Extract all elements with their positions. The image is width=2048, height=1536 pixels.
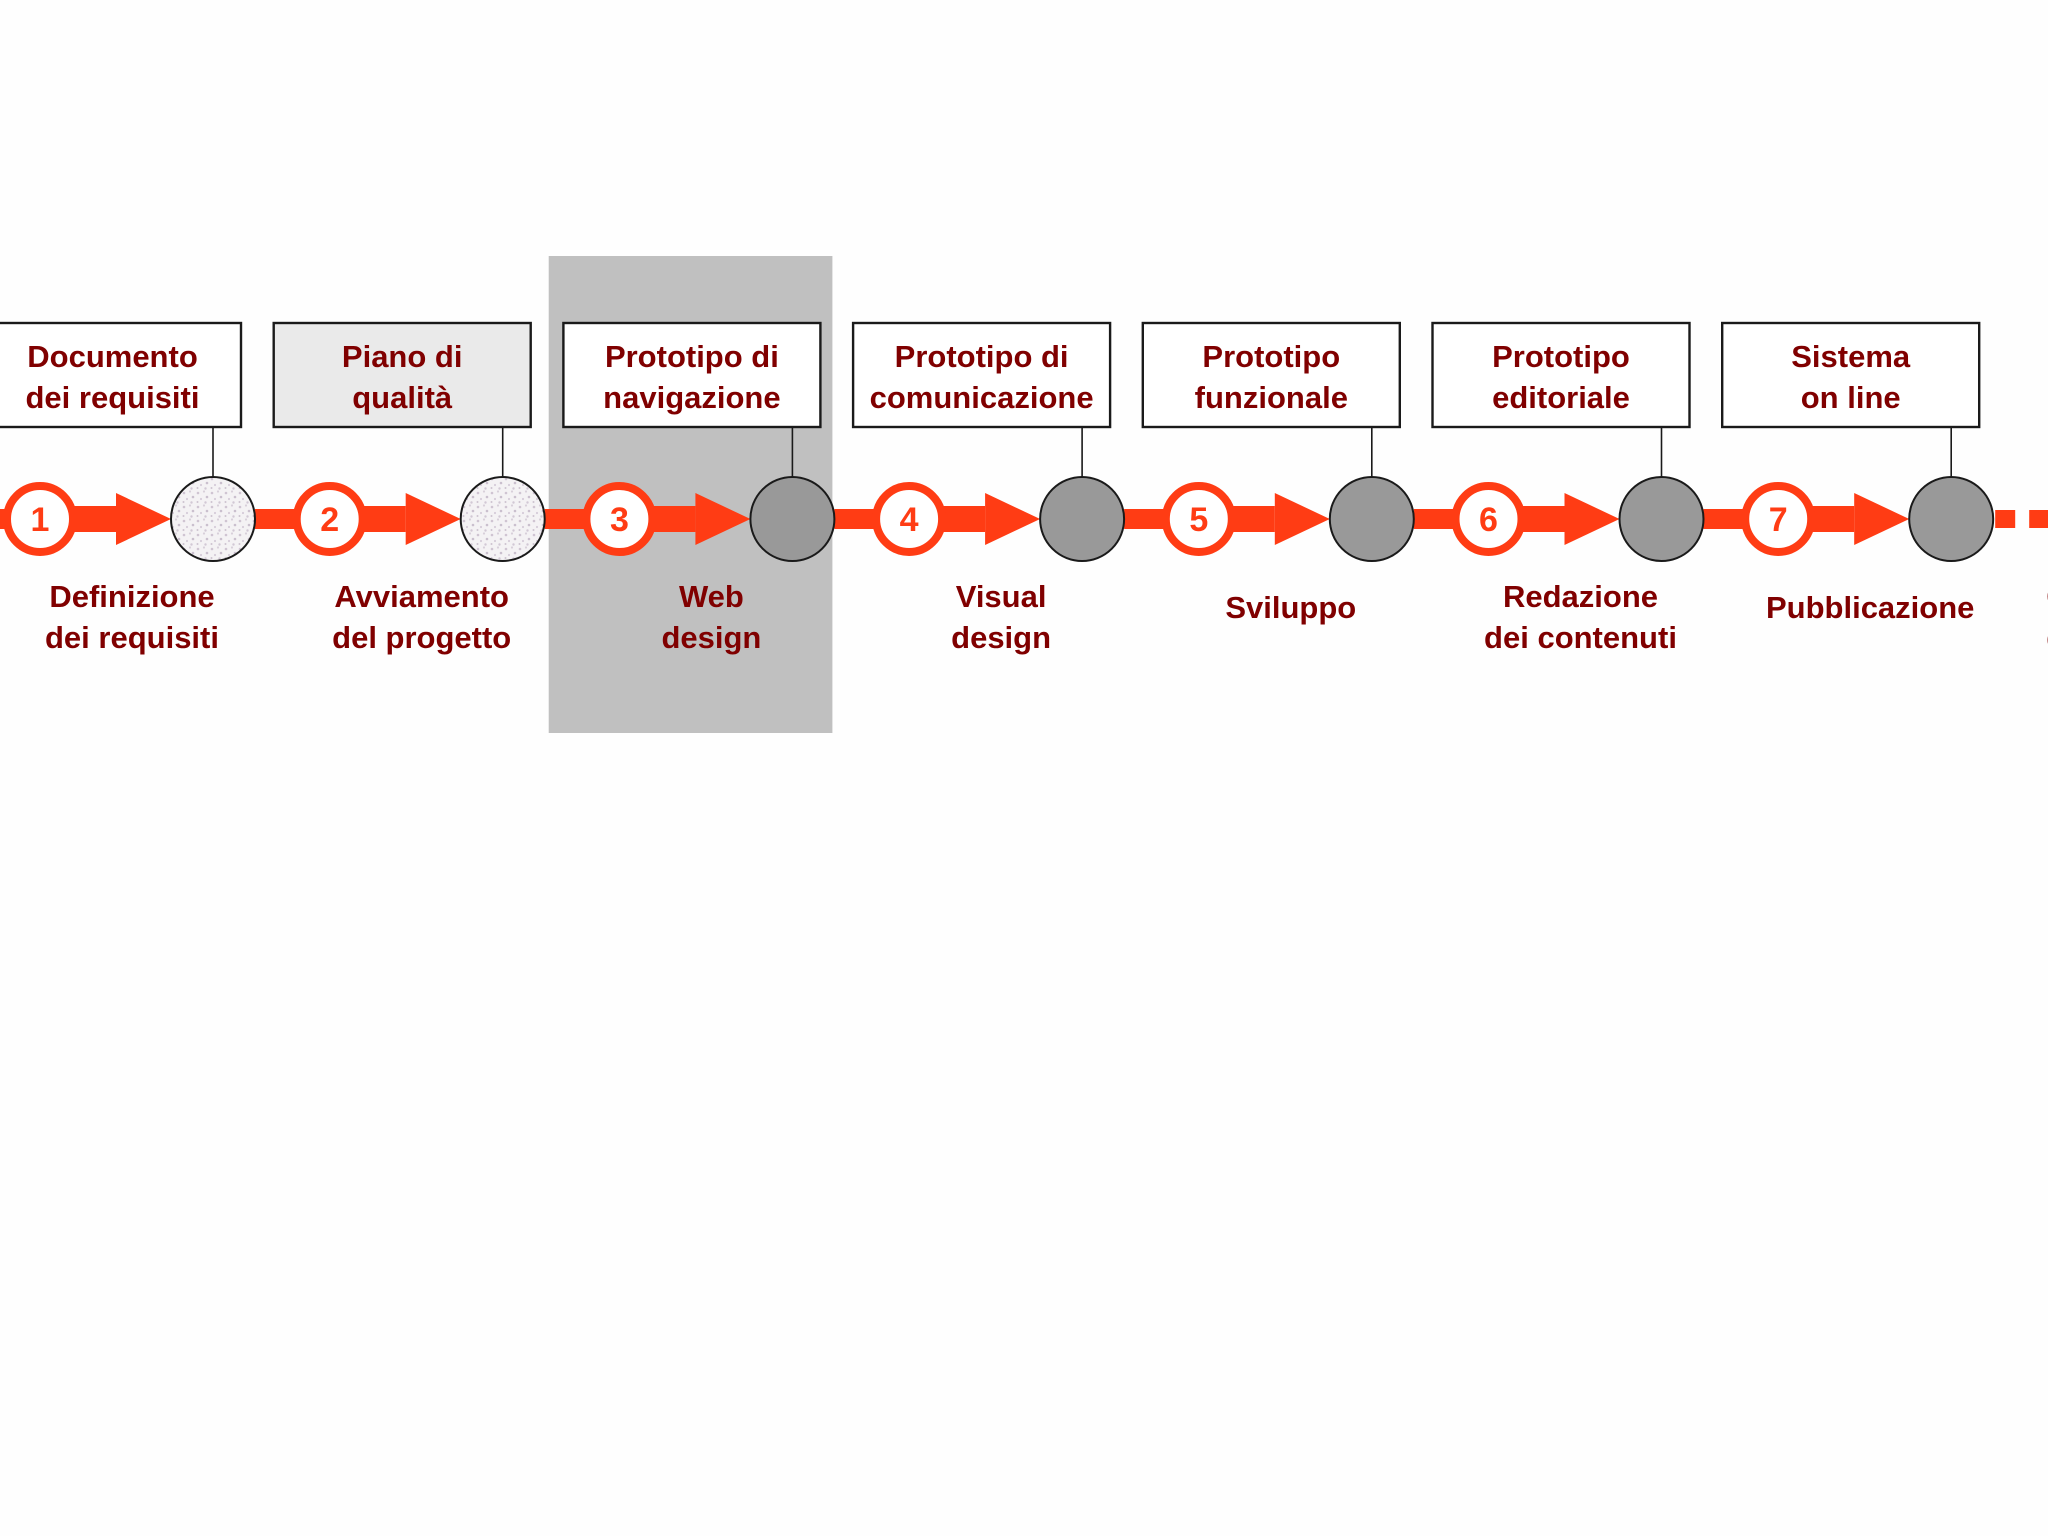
phase-label-line: Ge	[2046, 579, 2048, 614]
phase-label-line: Redazione	[1503, 579, 1658, 614]
milestone-dark-7	[1908, 476, 1995, 562]
phase-label-line: Web	[679, 579, 744, 614]
track-dash	[2029, 510, 2048, 528]
step-number-4: 4	[900, 501, 919, 539]
step-number-circle-5	[1161, 482, 1236, 556]
deliverable-label-line: Prototipo di	[605, 339, 779, 374]
arrow-head-5	[1274, 493, 1330, 545]
deliverable-label-line: comunicazione	[870, 380, 1094, 415]
deliverable-box-5	[1141, 321, 1402, 429]
milestone-dark-5	[1328, 476, 1415, 562]
step-number-circle-3	[582, 482, 657, 556]
phase-label-line: Sviluppo	[1225, 590, 1356, 625]
arrow-head-4	[985, 493, 1041, 545]
step-number-circle-2	[292, 482, 367, 556]
phase-label-line: design	[661, 620, 761, 655]
deliverable-label-line: Sistema	[1791, 339, 1911, 374]
step-number-5: 5	[1189, 501, 1208, 539]
milestone-light-1	[170, 476, 256, 562]
deliverable-label-line: Prototipo	[1492, 339, 1630, 374]
phase-label-line: Definizione	[49, 579, 214, 614]
phase-label-line: dei contenuti	[1484, 620, 1677, 655]
phase-label-line: design	[951, 620, 1051, 655]
arrow-head-3	[695, 493, 751, 545]
step-number-circle-7	[1741, 482, 1816, 556]
phase-label-line: de	[2046, 620, 2048, 655]
deliverable-label-line: Prototipo	[1202, 339, 1340, 374]
deliverable-box-7	[1720, 321, 1981, 429]
arrow-head-6	[1564, 493, 1620, 545]
step-number-7: 7	[1769, 501, 1788, 539]
milestone-dark-4	[1039, 476, 1126, 562]
step-number-6: 6	[1479, 501, 1498, 539]
phase-label-line: dei requisiti	[45, 620, 219, 655]
arrow-head-7	[1854, 493, 1910, 545]
deliverable-label-line: Piano di	[342, 339, 463, 374]
milestone-light-2	[459, 476, 546, 562]
milestone-dark-6	[1618, 476, 1705, 562]
step-number-3: 3	[610, 501, 629, 539]
deliverable-box-6	[1431, 321, 1691, 429]
step-number-2: 2	[320, 501, 339, 539]
step-number-1: 1	[31, 501, 50, 539]
deliverable-label-line: Prototipo di	[895, 339, 1069, 374]
deliverable-box-3	[562, 321, 822, 429]
deliverable-label-line: funzionale	[1195, 380, 1348, 415]
track-dash	[1995, 510, 2016, 528]
deliverable-label-line: qualità	[352, 380, 453, 415]
phase-label-line: Visual	[956, 579, 1047, 614]
step-number-circle-4	[872, 482, 947, 556]
step-number-circle-1	[3, 482, 77, 556]
phase-label-line: Avviamento	[334, 579, 509, 614]
deliverable-label-line: on line	[1801, 380, 1901, 415]
step-number-circle-6	[1451, 482, 1526, 556]
phase-label-line: del progetto	[332, 620, 511, 655]
arrow-head-2	[405, 493, 461, 545]
deliverable-label-line: navigazione	[603, 380, 780, 415]
phase-label-line: Pubblicazione	[1766, 590, 1974, 625]
milestone-dark-3	[749, 476, 836, 562]
deliverable-label-line: editoriale	[1492, 380, 1630, 415]
deliverable-box-1	[0, 321, 243, 429]
arrow-head-1	[116, 493, 171, 545]
deliverable-label-line: Documento	[27, 339, 198, 374]
deliverable-box-2	[272, 321, 532, 429]
deliverable-box-4	[851, 321, 1112, 429]
deliverable-label-line: dei requisiti	[26, 380, 200, 415]
